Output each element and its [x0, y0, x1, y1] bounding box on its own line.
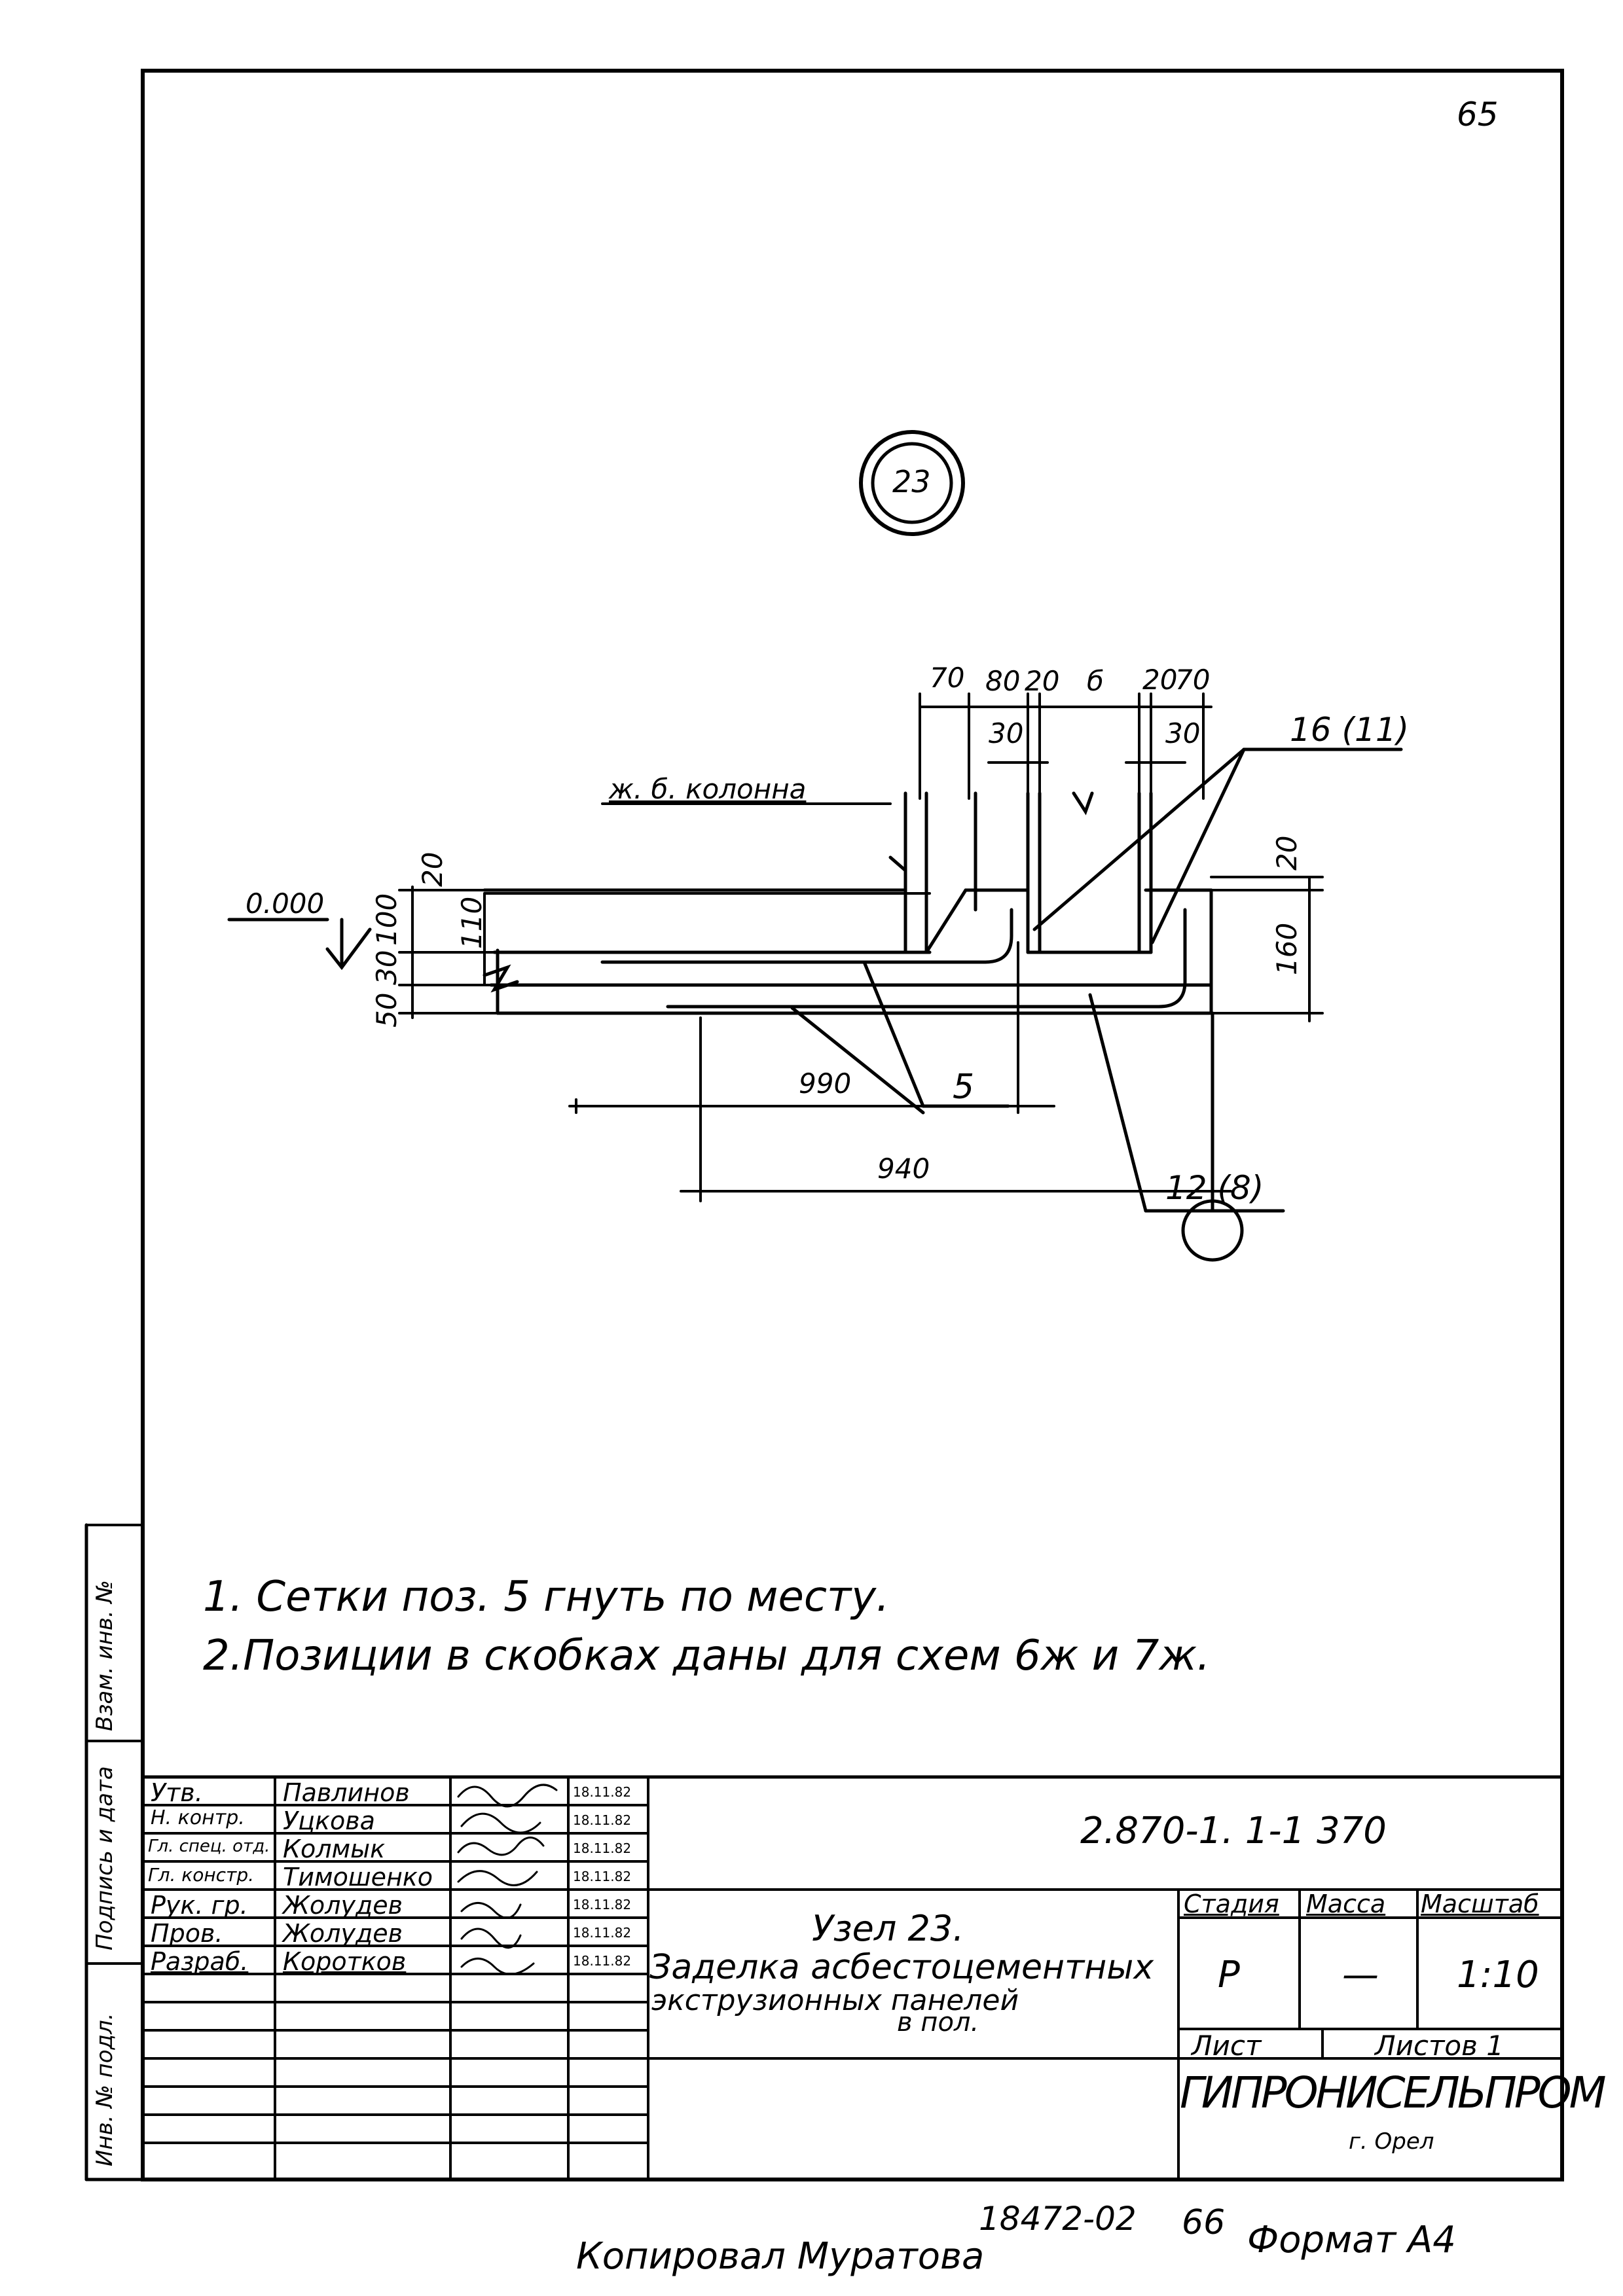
callout-16: 16 (11) — [1290, 711, 1410, 749]
org-city: г. Орел — [1349, 2128, 1434, 2155]
dim-top-80: 80 — [985, 665, 1021, 697]
signatures — [457, 1784, 558, 1975]
dim-right-20: 20 — [1271, 835, 1303, 870]
tb-name-0: Павлинов — [283, 1778, 410, 1807]
tb-date-3: 18.11.82 — [573, 1869, 632, 1884]
dim-top-20b: 20 — [1142, 664, 1178, 696]
callout-12: 12 (8) — [1165, 1169, 1264, 1207]
dim-940: 940 — [877, 1153, 930, 1185]
dim-top-20a: 20 — [1025, 665, 1060, 697]
dim-top-b: б — [1087, 665, 1104, 697]
tb-name-1: Уцкова — [283, 1806, 375, 1835]
section-drawing — [227, 747, 1403, 1262]
tb-date-5: 18.11.82 — [573, 1925, 632, 1941]
title-line-1: Узел 23. — [812, 1908, 964, 1949]
org-name: ГИПРОНИСЕЛЬПРОМ — [1180, 2068, 1607, 2118]
sheet-label: Лист — [1192, 2030, 1262, 2062]
dim-30-right: 30 — [1165, 717, 1201, 749]
format-label: Формат А4 — [1247, 2219, 1456, 2261]
doc-code: 2.870-1. 1-1 370 — [1080, 1810, 1387, 1852]
tb-name-6: Коротков — [283, 1947, 407, 1976]
page-no: 66 — [1182, 2203, 1226, 2242]
tb-role-4: Рук. гр. — [151, 1891, 248, 1920]
column-label: ж. б. колонна — [609, 773, 807, 805]
tb-date-0: 18.11.82 — [573, 1784, 632, 1800]
level-mark: 0.000 — [246, 888, 325, 920]
sheet-number: 65 — [1457, 96, 1499, 134]
node-marker — [859, 430, 965, 536]
dim-left-20: 20 — [416, 852, 448, 887]
note-2: 2.Позиции в скобках даны для схем 6ж и 7… — [203, 1632, 1211, 1680]
notes: 1. Сетки поз. 5 гнуть по месту. 2.Позици… — [203, 1568, 1210, 1685]
copied-by: Копировал Муратова — [576, 2235, 985, 2278]
dim-top-70: 70 — [930, 662, 965, 694]
tb-date-6: 18.11.82 — [573, 1953, 632, 1969]
dim-left-50: 50 — [371, 992, 403, 1028]
tb-role-3: Гл. констр. — [148, 1864, 255, 1886]
order-no: 18472-02 — [979, 2200, 1137, 2238]
tb-name-5: Жолудев — [283, 1919, 403, 1948]
tb-role-5: Пров. — [151, 1919, 223, 1948]
tb-role-1: Н. контр. — [151, 1806, 245, 1829]
tb-date-4: 18.11.82 — [573, 1897, 632, 1912]
scale-value: 1:10 — [1457, 1954, 1539, 1996]
dim-left-110: 110 — [456, 896, 488, 949]
tb-role-6: Разраб. — [151, 1947, 249, 1976]
title-line-4: в пол. — [897, 2007, 979, 2037]
dim-30-left: 30 — [989, 717, 1024, 749]
title-line-3: экструзионных панелей — [651, 1984, 1019, 2017]
dimension-lines — [398, 692, 1324, 1202]
node-number: 23 — [892, 464, 931, 499]
tb-name-2: Колмык — [283, 1835, 386, 1863]
tb-name-3: Тимошенко — [283, 1863, 433, 1892]
dim-990: 990 — [799, 1067, 852, 1100]
tb-role-0: Утв. — [151, 1778, 203, 1807]
tb-name-4: Жолудев — [283, 1891, 403, 1920]
dim-left-30: 30 — [371, 950, 403, 985]
tb-date-1: 18.11.82 — [573, 1812, 632, 1828]
side-inv-no: Инв. № подл. — [92, 2013, 118, 2166]
callout-5: 5 — [953, 1067, 975, 1107]
scale-header: Масштаб — [1421, 1890, 1539, 1918]
tb-date-2: 18.11.82 — [573, 1840, 632, 1856]
stage-header: Стадия — [1184, 1890, 1279, 1918]
dim-left-100: 100 — [371, 893, 403, 946]
stage-value: Р — [1218, 1954, 1240, 1996]
mass-value: — — [1342, 1954, 1379, 1996]
sheets-label: Листов 1 — [1375, 2030, 1504, 2062]
tb-role-2: Гл. спец. отд. — [148, 1837, 270, 1856]
note-1: 1. Сетки поз. 5 гнуть по месту. — [203, 1573, 890, 1621]
side-sign-date: Подпись и дата — [92, 1766, 118, 1950]
side-replace-inv: Взам. инв. № — [92, 1580, 118, 1731]
dim-right-160: 160 — [1271, 922, 1303, 975]
sheet-frame — [141, 69, 1564, 2181]
dim-top-70b: 70 — [1175, 664, 1211, 696]
title-line-2: Заделка асбестоцементных — [649, 1948, 1154, 1987]
mass-header: Масса — [1306, 1890, 1386, 1918]
title-block-lines — [141, 1775, 1564, 2181]
